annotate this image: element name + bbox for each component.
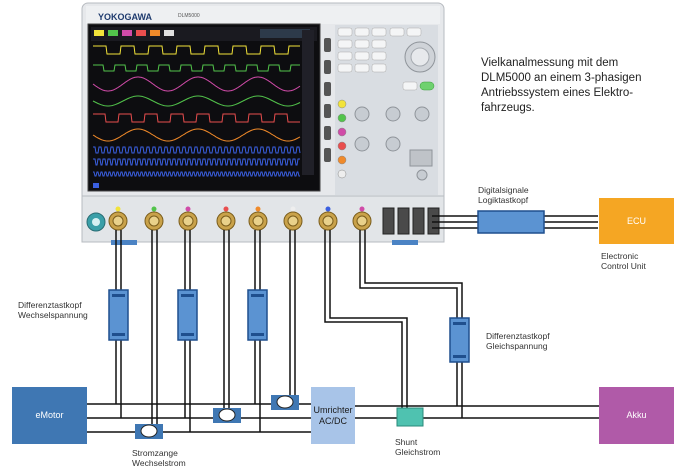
bnc-input-7[interactable] — [318, 206, 338, 231]
label-ecu-desc: Electronic Control Unit — [601, 251, 646, 271]
trace-6 — [92, 128, 301, 142]
bnc-input-5[interactable] — [248, 206, 268, 231]
shunt-resistor — [396, 407, 424, 427]
trace-2 — [93, 64, 300, 72]
logic-cable — [432, 210, 598, 234]
control-buttons[interactable] — [337, 27, 435, 91]
soft-keys[interactable] — [324, 38, 331, 162]
diff-probe-2 — [177, 289, 198, 341]
bnc-input-2[interactable] — [144, 206, 164, 231]
trace-7 — [93, 146, 301, 154]
bnc-input-3[interactable] — [178, 206, 198, 231]
inverter-block: Umrichter AC/DC — [311, 387, 355, 444]
channel-indicators — [94, 29, 310, 38]
label-clamp: Stromzange Wechselstrom — [132, 448, 186, 468]
ecu-block: ECU — [599, 198, 674, 244]
caption: Vielkanalmessung mit dem DLM5000 an eine… — [481, 57, 642, 114]
bnc-input-6[interactable] — [283, 206, 303, 231]
trace-5 — [93, 113, 300, 123]
bnc-inputs — [108, 206, 372, 231]
label-diff-probe-dc: Differenztastkopf Gleichspannung — [486, 331, 550, 351]
trace-9 — [93, 171, 300, 177]
scope-screen — [87, 23, 321, 192]
emotor-block: eMotor — [12, 387, 87, 444]
label-shunt: Shunt Gleichstrom — [395, 437, 441, 457]
wiring — [86, 230, 600, 433]
battery-block: Akku — [599, 387, 674, 444]
trace-1 — [93, 45, 300, 55]
logic-probe-pod — [477, 210, 545, 234]
vertical-knobs[interactable] — [354, 106, 430, 181]
differential-probes — [108, 289, 470, 363]
label-diff-probe-ac: Differenztastkopf Wechselspannung — [18, 300, 88, 320]
bnc-input-1[interactable] — [108, 206, 128, 231]
diff-probe-1 — [108, 289, 129, 341]
channel-buttons[interactable] — [337, 99, 347, 179]
diff-probe-3 — [247, 289, 268, 341]
usb-port — [409, 149, 433, 167]
waveform-traces — [92, 45, 301, 188]
label-logic-probe: Digitalsignale Logiktastkopf — [478, 185, 529, 205]
trace-8 — [93, 158, 300, 166]
diff-probe-4 — [449, 317, 470, 363]
bnc-input-8[interactable] — [352, 206, 372, 231]
scope-brand: YOKOGAWA — [98, 12, 153, 22]
trace-3 — [92, 76, 301, 92]
scope-model: DLM5000 — [178, 13, 200, 19]
oscilloscope: YOKOGAWA DLM5000 — [81, 2, 445, 245]
current-clamps — [135, 395, 299, 439]
logic-port-slots — [382, 207, 440, 235]
trace-4 — [92, 95, 301, 107]
bnc-input-4[interactable] — [216, 206, 236, 231]
